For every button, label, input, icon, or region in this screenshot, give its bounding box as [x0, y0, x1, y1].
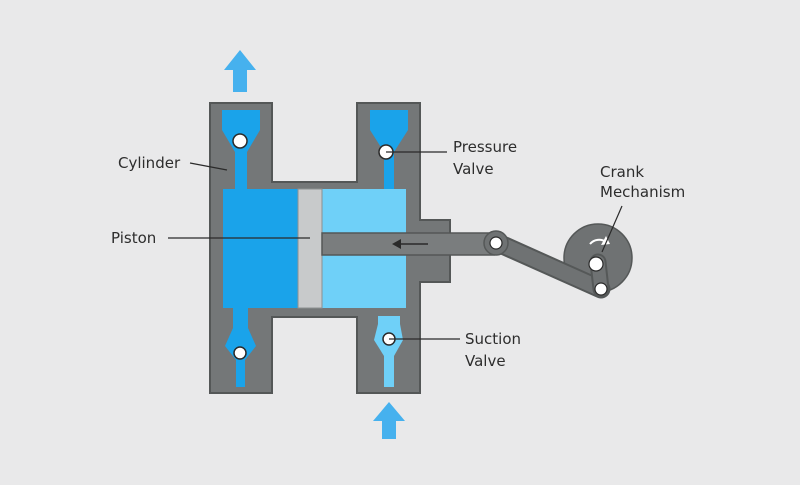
crank-label-line2: Mechanism	[600, 183, 685, 201]
cylinder-leader-line	[189, 162, 228, 171]
suction-valve-funnel	[374, 316, 403, 387]
left-outlet-valve-ball	[232, 133, 248, 149]
outlet-arrow-icon	[224, 50, 256, 92]
suction-valve-label-line2: Valve	[465, 352, 506, 370]
connecting-rod-face	[490, 235, 609, 297]
left-outlet-funnel	[222, 110, 260, 189]
crank-label-line1: Crank	[600, 163, 644, 181]
piston	[297, 188, 323, 309]
pressure-valve-label-line1: Pressure	[453, 138, 517, 156]
left-chamber-fluid	[223, 189, 299, 308]
piston-label: Piston	[111, 229, 156, 247]
left-inlet-valve-ball	[233, 346, 247, 360]
crank-pin	[594, 282, 608, 296]
inlet-arrow-icon	[373, 402, 405, 439]
stroke-direction-arrow-icon	[392, 239, 428, 249]
suction-valve-label-line1: Suction	[465, 330, 521, 348]
wrist-pin	[489, 236, 503, 250]
crank-shaft	[588, 256, 604, 272]
cylinder-label: Cylinder	[118, 154, 181, 172]
crank-rotation-arrow-icon	[589, 236, 610, 245]
pressure-valve-label-line2: Valve	[453, 160, 494, 178]
crank-leader-line	[601, 205, 623, 253]
